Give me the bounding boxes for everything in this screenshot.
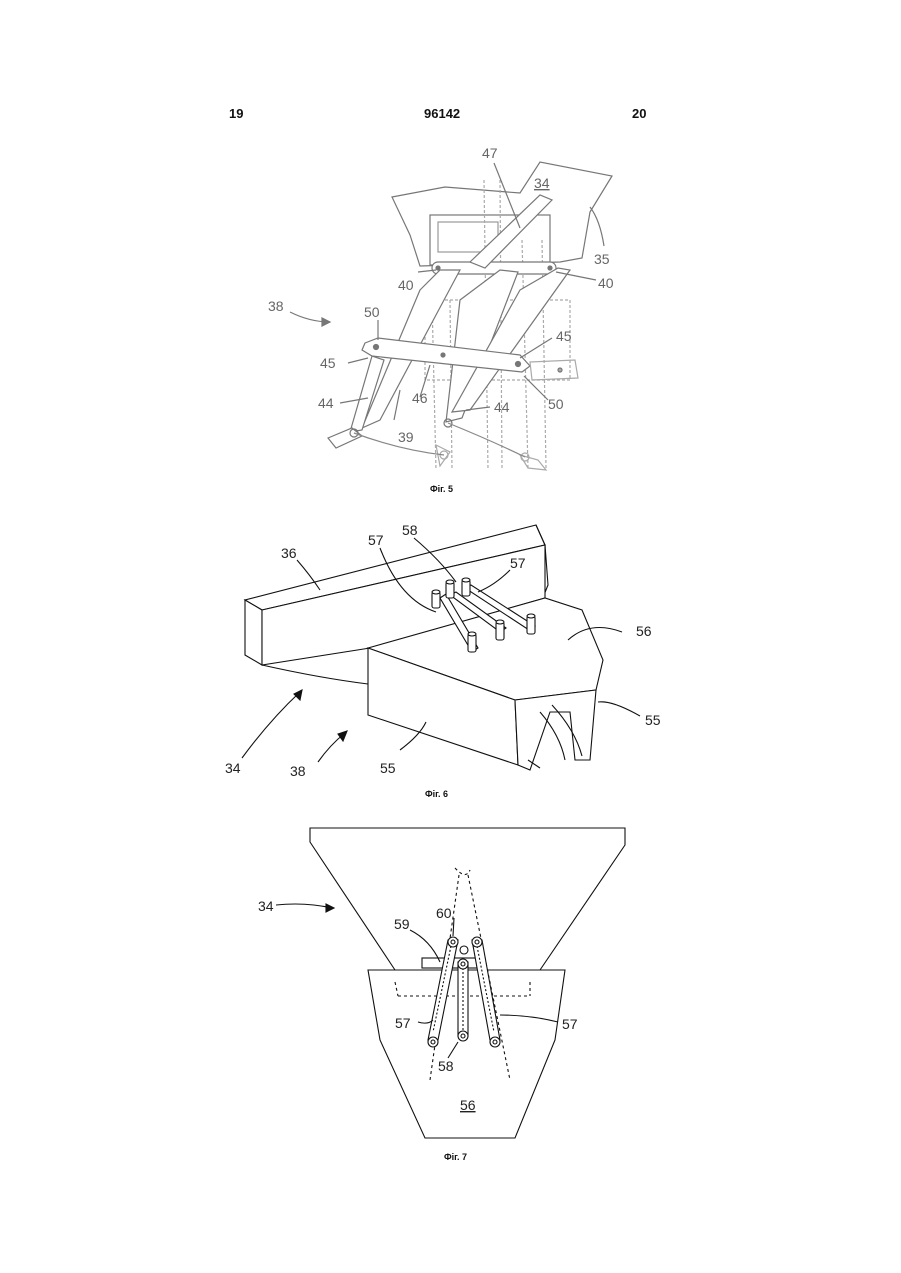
ref-label: 58 <box>402 522 418 538</box>
ref-label: 34 <box>534 175 550 191</box>
ref-label: 57 <box>368 532 384 548</box>
ref-label: 60 <box>436 905 452 921</box>
ref-label: 44 <box>318 395 334 411</box>
figure-caption: Фіг. 6 <box>425 789 448 799</box>
ref-label: 55 <box>380 760 396 776</box>
ref-label: 56 <box>460 1097 476 1113</box>
ref-label: 57 <box>510 555 526 571</box>
ref-label: 38 <box>268 298 284 314</box>
ref-label: 47 <box>482 145 498 161</box>
ref-label: 58 <box>438 1058 454 1074</box>
ref-label: 34 <box>225 760 241 776</box>
figure-caption: Фіг. 5 <box>430 484 453 494</box>
ref-label: 55 <box>645 712 661 728</box>
ref-label: 50 <box>548 396 564 412</box>
ref-label: 50 <box>364 304 380 320</box>
ref-label: 57 <box>395 1015 411 1031</box>
ref-label: 39 <box>398 429 414 445</box>
figure-caption: Фіг. 7 <box>444 1152 467 1162</box>
ref-label: 45 <box>320 355 336 371</box>
ref-label: 59 <box>394 916 410 932</box>
figure-7 <box>276 828 625 1138</box>
ref-label: 35 <box>594 251 610 267</box>
ref-label: 34 <box>258 898 274 914</box>
ref-label: 45 <box>556 328 572 344</box>
figure-5 <box>290 162 612 470</box>
ref-label: 57 <box>562 1016 578 1032</box>
ref-label: 40 <box>398 277 414 293</box>
ref-label: 36 <box>281 545 297 561</box>
ref-label: 46 <box>412 390 428 406</box>
ref-label: 38 <box>290 763 306 779</box>
ref-label: 44 <box>494 399 510 415</box>
figure-6 <box>242 525 640 770</box>
ref-label: 56 <box>636 623 652 639</box>
ref-label: 40 <box>598 275 614 291</box>
